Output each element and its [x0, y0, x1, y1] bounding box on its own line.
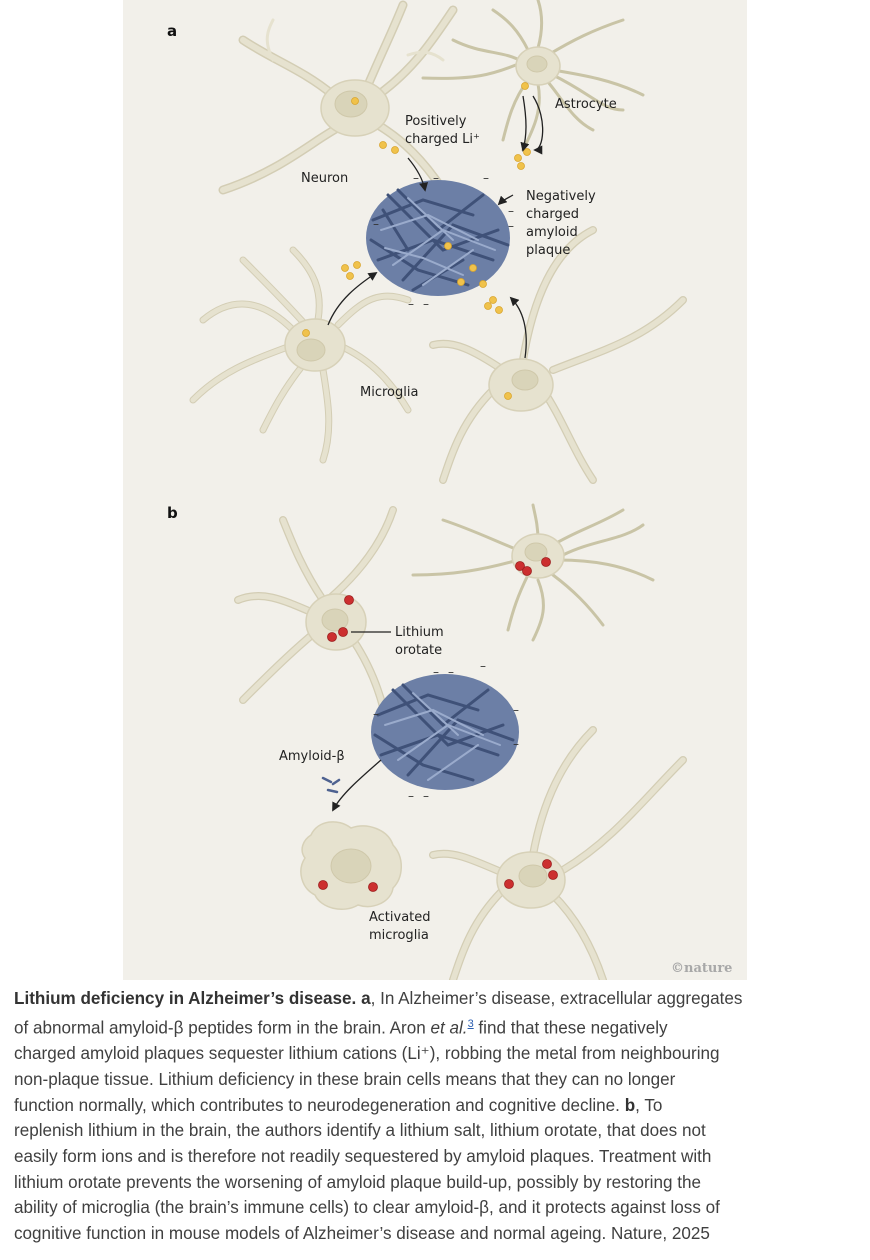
caption-line-10: cognitive function in mouse models of Al…: [14, 1224, 710, 1244]
svg-text:–: –: [513, 737, 519, 751]
svg-text:–: –: [480, 659, 486, 673]
caption-line-4: non-plaque tissue. Lithium deficiency in…: [14, 1069, 676, 1089]
svg-text:–: –: [408, 297, 414, 311]
label-astrocyte: Astrocyte: [555, 97, 617, 112]
svg-text:–: –: [423, 297, 429, 311]
caption-line-6: replenish lithium in the brain, the auth…: [14, 1121, 706, 1141]
activated-microglia: [300, 821, 402, 910]
label-lithium: Lithium: [395, 625, 444, 640]
caption-b-letter: b: [624, 1095, 636, 1115]
label-amyloid: amyloid: [526, 225, 578, 240]
panel-b-letter: b: [167, 504, 178, 522]
label-microglia-b: microglia: [369, 928, 429, 943]
svg-text:–: –: [483, 171, 489, 185]
reference-link[interactable]: 3: [467, 1017, 474, 1030]
caption-text: function normally, which contributes to …: [14, 1095, 620, 1115]
svg-text:–: –: [513, 703, 519, 717]
panel-a-letter: a: [167, 22, 177, 40]
caption-line-5: function normally, which contributes to …: [14, 1093, 857, 1119]
astrocyte-cell-b: [411, 503, 655, 642]
caption-line-8: lithium orotate prevents the worsening o…: [14, 1172, 701, 1192]
svg-text:–: –: [408, 789, 414, 803]
svg-text:–: –: [413, 171, 419, 185]
label-positively: Positively: [405, 114, 467, 129]
caption-line-7: easily form ions and is therefore not re…: [14, 1146, 712, 1166]
arrows-a: [327, 95, 544, 359]
label-microglia: Microglia: [360, 385, 418, 400]
label-charged: charged: [526, 207, 579, 222]
nature-credit: ©nature: [671, 961, 732, 976]
label-activated: Activated: [369, 910, 431, 925]
svg-text:–: –: [508, 219, 514, 233]
caption-line-2: of abnormal amyloid-β peptides form in t…: [14, 1012, 857, 1041]
neuron-cell-a: [218, 0, 458, 195]
arrow-amyloid-to-microglia: [332, 759, 382, 812]
caption-text: find that these negatively: [473, 1018, 668, 1038]
microglia-cell-a: [189, 246, 412, 464]
neuron-cell-b-lower: [429, 726, 687, 980]
caption-line-3: charged amyloid plaques sequester lithiu…: [14, 1044, 720, 1064]
figure-caption: Lithium deficiency in Alzheimer’s diseas…: [14, 986, 857, 1247]
amyloid-plaque-a: [366, 180, 510, 296]
caption-line-1: Lithium deficiency in Alzheimer’s diseas…: [14, 986, 857, 1012]
caption-a-letter: a: [361, 989, 371, 1008]
svg-text:–: –: [373, 707, 379, 721]
label-negatively: Negatively: [526, 189, 596, 204]
caption-text: , To: [635, 1095, 663, 1115]
amyloid-plaque-b: [371, 674, 519, 790]
caption-et-al: et al.: [430, 1018, 468, 1038]
caption-title: Lithium deficiency in Alzheimer’s diseas…: [14, 989, 357, 1008]
label-neuron: Neuron: [301, 171, 348, 186]
svg-text:–: –: [423, 789, 429, 803]
label-amyloid-beta: Amyloid-β: [279, 749, 345, 764]
caption-text: , In Alzheimer’s disease, extracellular …: [370, 989, 743, 1008]
svg-text:–: –: [448, 665, 454, 679]
label-plaque: plaque: [526, 243, 570, 258]
neuron-cell-b: [234, 506, 397, 734]
figure-illustration: a: [123, 0, 747, 980]
svg-text:–: –: [508, 204, 514, 218]
caption-line-9: ability of microglia (the brain’s immune…: [14, 1198, 720, 1218]
astrocyte-cell-a: [421, 0, 645, 152]
caption-text: of abnormal amyloid-β peptides form in t…: [14, 1018, 426, 1038]
svg-text:–: –: [433, 665, 439, 679]
label-orotate: orotate: [395, 643, 442, 658]
svg-text:–: –: [373, 217, 379, 231]
svg-text:–: –: [433, 171, 439, 185]
label-charged-li: charged Li⁺: [405, 132, 480, 147]
